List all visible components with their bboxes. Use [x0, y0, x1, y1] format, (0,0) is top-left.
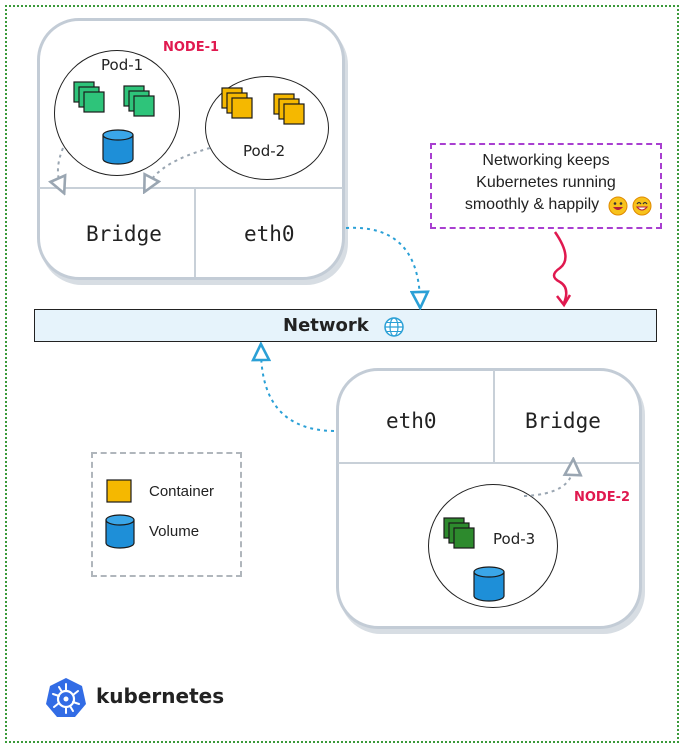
note-line-2: Kubernetes running	[476, 174, 616, 191]
node-2-label: NODE-2	[574, 490, 631, 505]
node-1-divider	[39, 187, 343, 189]
note-box: Networking keeps Kubernetes running smoo…	[430, 143, 662, 229]
note-line-1: Networking keeps	[482, 152, 610, 169]
pod-1-volume-icon	[102, 129, 134, 165]
pod-1-containers-icon	[73, 81, 155, 117]
network-label: Network	[283, 315, 369, 336]
network-bar	[34, 309, 657, 342]
node-1-bridge-label: Bridge	[86, 222, 162, 246]
node-2-divider	[338, 462, 640, 464]
pod-2-containers-icon	[221, 87, 305, 125]
node-2-cell-divider	[493, 370, 495, 462]
pod-2	[205, 76, 329, 180]
globe-icon	[384, 317, 404, 337]
pod-2-label: Pod-2	[243, 142, 286, 160]
node-2-bridge-label: Bridge	[525, 409, 601, 433]
node-2-eth0-label: eth0	[386, 409, 437, 433]
note-line-3: smoothly & happily	[464, 196, 600, 213]
node-1-eth0-label: eth0	[244, 222, 295, 246]
grinning-face-icon	[608, 196, 628, 216]
legend-volume-icon	[105, 514, 135, 549]
legend-container-icon	[106, 479, 132, 503]
kubernetes-wordmark: kubernetes	[96, 684, 225, 708]
pod-3-label: Pod-3	[493, 530, 536, 548]
legend	[91, 452, 242, 577]
legend-volume-label: Volume	[149, 523, 200, 540]
pod-3-volume-icon	[473, 566, 505, 602]
kubernetes-helm-icon	[46, 678, 86, 717]
diagram-frame	[5, 5, 679, 743]
node-1-cell-divider	[194, 188, 196, 277]
beaming-face-icon	[632, 196, 652, 216]
pod-3-containers-icon	[443, 517, 475, 549]
legend-container-label: Container	[149, 483, 215, 500]
node-1-label: NODE-1	[163, 40, 220, 55]
pod-1-label: Pod-1	[101, 56, 144, 74]
